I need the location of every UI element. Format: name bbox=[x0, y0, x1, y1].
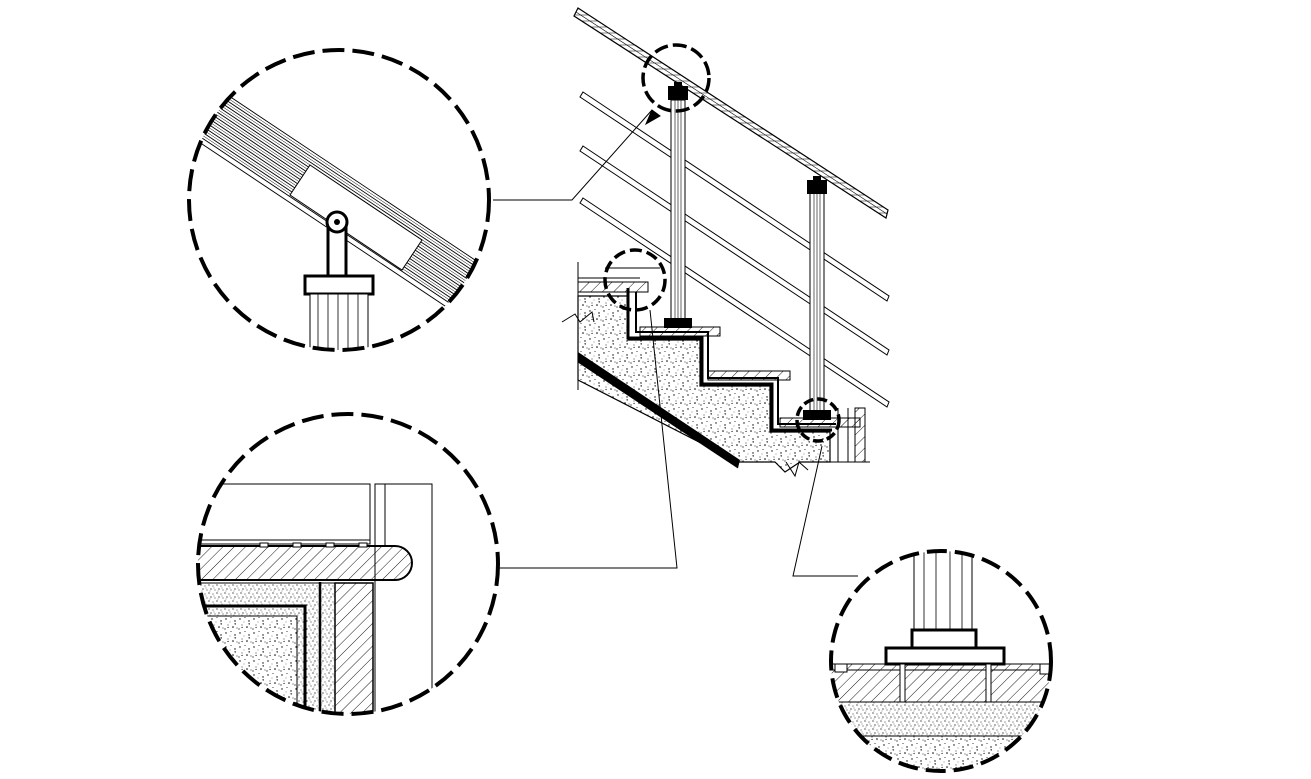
main-stair-section bbox=[561, 262, 870, 478]
baluster-upper bbox=[664, 82, 692, 328]
tread-1 bbox=[577, 281, 649, 293]
baluster-lower bbox=[803, 176, 831, 420]
break-mark-bottom bbox=[785, 461, 809, 478]
detail-handrail-bracket bbox=[187, 48, 491, 352]
leader-lines bbox=[493, 109, 858, 577]
concrete-stair-body bbox=[577, 295, 831, 473]
soffit-line bbox=[577, 361, 739, 469]
detail-stair-nosing bbox=[196, 412, 500, 716]
callout-ring-base[interactable] bbox=[795, 397, 841, 443]
detail-ring-nosing[interactable] bbox=[196, 412, 500, 716]
handrail bbox=[573, 7, 889, 219]
detail-ring-base[interactable] bbox=[829, 549, 1053, 773]
break-mark-left bbox=[561, 311, 595, 323]
detail-ring-handrail[interactable] bbox=[187, 48, 491, 352]
finish-layer-zigzag bbox=[626, 288, 832, 432]
floor-skirting bbox=[854, 407, 866, 463]
soffit-plaster bbox=[578, 352, 740, 468]
callout-ring-nosing[interactable] bbox=[603, 248, 667, 312]
tread-3 bbox=[707, 370, 791, 381]
callout-ring-handrail[interactable] bbox=[641, 43, 711, 113]
detail-baluster-base bbox=[829, 549, 1053, 773]
